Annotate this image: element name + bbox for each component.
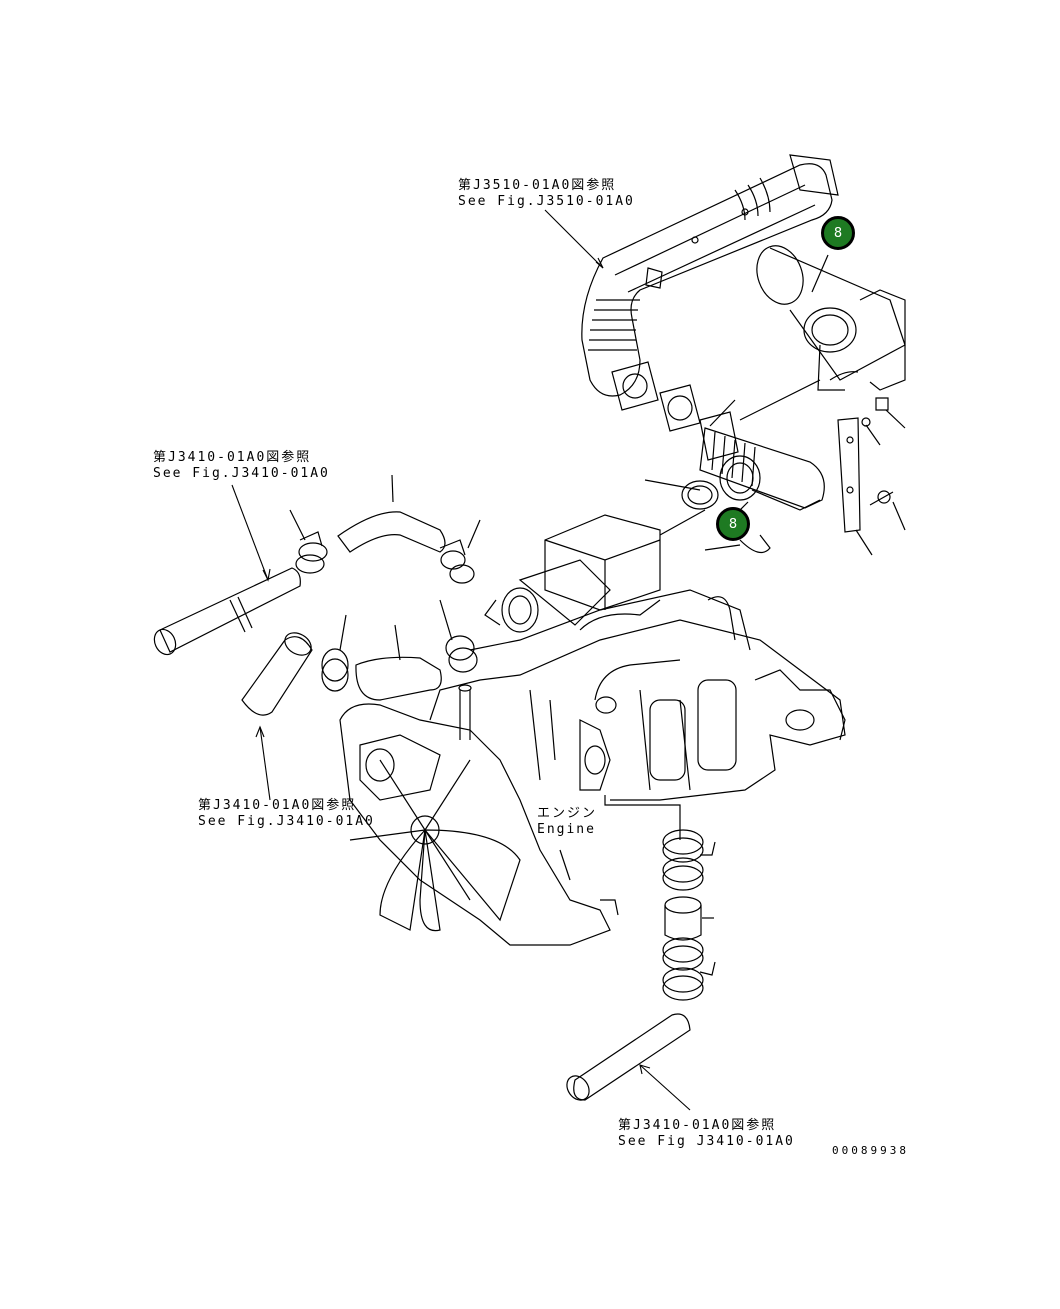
engine <box>339 514 846 946</box>
leader-lines <box>644 254 906 556</box>
upper-intake-duct <box>581 154 839 397</box>
reference-label-en: See Fig.J3510-01A0 <box>458 194 635 209</box>
reference-label-j3410-upper: 第J3410-01A0図参照 See Fig.J3410-01A0 <box>153 450 330 482</box>
reference-label-jp: 第J3410-01A0図参照 <box>198 798 357 813</box>
reference-label-jp: 第J3510-01A0図参照 <box>458 178 617 193</box>
bracket-and-bolts <box>837 397 894 533</box>
reference-arrows <box>231 209 691 1111</box>
reference-label-jp: 第J3410-01A0図参照 <box>153 450 312 465</box>
part-callout-8-air-cleaner[interactable]: 8 <box>821 216 855 250</box>
reference-label-en: See Fig.J3410-01A0 <box>153 466 330 481</box>
reference-label-en: See Fig.J3410-01A0 <box>198 814 375 829</box>
drawing-number: 00089938 <box>832 1144 909 1157</box>
reference-label-j3510: 第J3510-01A0図参照 See Fig.J3510-01A0 <box>458 178 635 210</box>
reference-label-en: See Fig J3410-01A0 <box>618 1134 795 1149</box>
lower-piping <box>566 795 716 1101</box>
reference-label-j3410-lower: 第J3410-01A0図参照 See Fig J3410-01A0 <box>618 1118 795 1150</box>
air-cleaner <box>756 245 906 391</box>
callout-number: 8 <box>833 225 843 241</box>
gaskets <box>611 361 739 461</box>
engine-label: エンジン Engine <box>537 806 597 838</box>
reference-label-jp: 第J3410-01A0図参照 <box>618 1118 777 1133</box>
engine-label-jp: エンジン <box>537 806 598 821</box>
callout-number: 8 <box>728 516 738 532</box>
part-callout-8-hose[interactable]: 8 <box>716 507 750 541</box>
hose-clamps-left <box>289 474 481 692</box>
reference-label-j3410-middle: 第J3410-01A0図参照 See Fig.J3410-01A0 <box>198 798 375 830</box>
left-pipes <box>153 511 446 716</box>
engine-label-en: Engine <box>537 822 596 837</box>
